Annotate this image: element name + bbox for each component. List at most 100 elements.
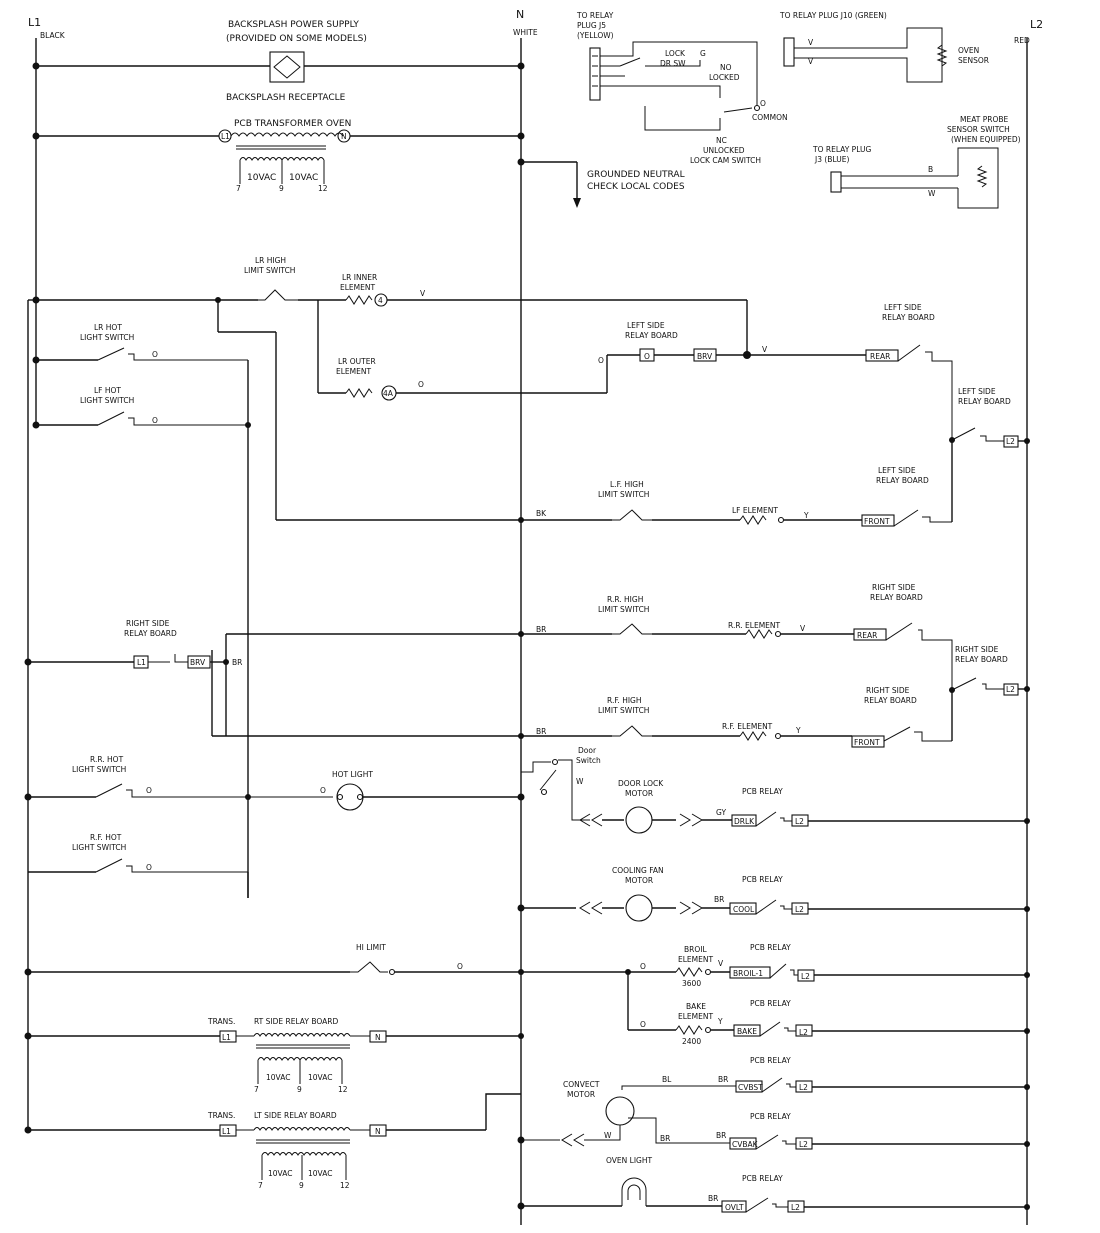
bake-label-2: ELEMENT <box>678 1012 713 1021</box>
cooling-fan-label-1: COOLING FAN <box>612 866 664 875</box>
right-side-relay3-1: RIGHT SIDE <box>955 645 999 654</box>
probe-sensor-switch: SENSOR SWITCH <box>947 125 1010 134</box>
lock-locked-label: LOCKED <box>709 73 740 82</box>
rr-high-label-1: R.R. HIGH <box>607 595 643 604</box>
lt-side-l1-box: L1 <box>222 1127 231 1136</box>
left-side-relay-2: RELAY BOARD <box>882 313 935 322</box>
oven-light-pcb-relay: PCB RELAY <box>742 1174 783 1183</box>
lock-nc-label: NC <box>716 136 727 145</box>
lt-side-10vac-b: 10VAC <box>308 1169 332 1178</box>
door-lock-label-2: MOTOR <box>625 789 653 798</box>
oven-sensor <box>783 27 948 83</box>
lf-wire-bk: BK <box>536 509 547 518</box>
left-relay-o-box: O <box>644 352 650 361</box>
rr-rear-box: REAR <box>857 631 877 640</box>
bake-l2: L2 <box>799 1028 808 1037</box>
lf-hot-label-2: LIGHT SWITCH <box>80 396 134 405</box>
right-relay-l2: L2 <box>1006 685 1015 694</box>
lt-side-transformer <box>24 1093 521 1180</box>
lf-high-label-1: L.F. HIGH <box>610 480 644 489</box>
rf-wire-y: Y <box>795 726 801 735</box>
n-rail-color: WHITE <box>513 28 538 37</box>
lock-cam-switch <box>589 41 761 131</box>
lr-high-label-1: LR HIGH <box>255 256 286 265</box>
backsplash-circuit <box>32 51 525 83</box>
left-relay-label-1: LEFT SIDE <box>627 321 665 330</box>
grounded-neutral-label-2: CHECK LOCAL CODES <box>587 182 685 192</box>
lr-hot-wire-o: O <box>152 350 158 359</box>
lt-trans-label: TRANS. <box>207 1111 235 1120</box>
rr-hot-label-2: LIGHT SWITCH <box>72 765 126 774</box>
lock-label: LOCK <box>665 49 686 58</box>
rr-hot-label-1: R.R. HOT <box>90 755 124 764</box>
right-side-relay3-2: RELAY BOARD <box>955 655 1008 664</box>
door-lock-drlk-box: DRLK <box>734 817 755 826</box>
lr-outer-label-2: ELEMENT <box>336 367 371 376</box>
lf-hot-label-1: LF HOT <box>94 386 121 395</box>
rf-high-label-2: LIMIT SWITCH <box>598 706 649 715</box>
lr-hot-label-2: LIGHT SWITCH <box>80 333 134 342</box>
lr-outer-label-1: LR OUTER <box>338 357 376 366</box>
rt-side-relay-label: RT SIDE RELAY BOARD <box>254 1017 338 1026</box>
convect-pcb-relay-2: PCB RELAY <box>750 1112 791 1121</box>
hi-limit-label: HI LIMIT <box>356 943 386 952</box>
lock-unlocked-label: UNLOCKED <box>703 146 745 155</box>
lr-inner-wire-v: V <box>420 289 426 298</box>
lr-inner-num: 4 <box>378 296 383 305</box>
n-rail-label: N <box>516 8 524 21</box>
hi-limit-wire-o: O <box>457 962 463 971</box>
meat-probe-label: MEAT PROBE <box>960 115 1009 124</box>
rr-element-label: R.R. ELEMENT <box>728 621 781 630</box>
lock-common-label: COMMON <box>752 113 788 122</box>
lf-high-label-2: LIMIT SWITCH <box>598 490 649 499</box>
lock-o-label: O <box>760 99 766 108</box>
left-side-relay2-1: LEFT SIDE <box>958 387 996 396</box>
convect-wire-br-2: BR <box>660 1134 670 1143</box>
lr-inner-label-2: ELEMENT <box>340 283 375 292</box>
hi-limit-broil-bake <box>24 961 1030 1037</box>
transformer-l1-terminal: L1 <box>221 132 230 141</box>
rt-side-10vac-b: 10VAC <box>308 1073 332 1082</box>
right-side-relay2-1: RIGHT SIDE <box>872 583 916 592</box>
right-side-relay4-1: RIGHT SIDE <box>866 686 910 695</box>
convect-l2-1: L2 <box>799 1083 808 1092</box>
broil-pcb-relay: PCB RELAY <box>750 943 791 952</box>
sensor-sensor-label: SENSOR <box>958 56 989 65</box>
left-relay-brv: BRV <box>697 352 713 361</box>
door-lock-circuit <box>521 758 1030 834</box>
convect-wire-bl: BL <box>662 1075 672 1084</box>
rf-wire-br: BR <box>536 727 546 736</box>
broil-wire-v: V <box>718 959 724 968</box>
backsplash-receptacle-label: BACKSPLASH RECEPTACLE <box>226 93 346 103</box>
lt-side-pin-12: 12 <box>340 1181 350 1190</box>
right-surface-section <box>24 622 1030 748</box>
rt-side-pin-12: 12 <box>338 1085 348 1094</box>
convect-cvbak-box: CVBAK <box>732 1140 759 1149</box>
rr-hot-wire-o: O <box>146 786 152 795</box>
left-side-relay-1: LEFT SIDE <box>884 303 922 312</box>
oven-light-l2: L2 <box>791 1203 800 1212</box>
broil-wattage: 3600 <box>682 979 701 988</box>
rf-hot-label-1: R.F. HOT <box>90 833 122 842</box>
bake-wattage: 2400 <box>682 1037 701 1046</box>
left-surface-section <box>32 289 1030 898</box>
bake-box: BAKE <box>737 1027 757 1036</box>
probe-to-relay: TO RELAY PLUG <box>812 145 872 154</box>
transformer-n-terminal: N <box>341 132 347 141</box>
right-relay-label-1: RIGHT SIDE <box>126 619 170 628</box>
l2-rail-color: RED <box>1014 36 1030 45</box>
probe-w: W <box>928 189 936 198</box>
door-lock-l2: L2 <box>795 817 804 826</box>
lock-no-label: NO <box>720 63 732 72</box>
convect-wire-br-3: BR <box>716 1131 726 1140</box>
backsplash-supply-label: BACKSPLASH POWER SUPPLY <box>228 20 359 30</box>
transformer-pin-12: 12 <box>318 184 328 193</box>
rf-front-box: FRONT <box>854 738 880 747</box>
right-relay-wire-br: BR <box>232 658 242 667</box>
rt-trans-label: TRANS. <box>207 1017 235 1026</box>
grounded-neutral <box>517 158 581 208</box>
l1-rail-label: L1 <box>28 16 41 29</box>
oven-light-wire-br: BR <box>708 1194 718 1203</box>
cooling-fan-circuit <box>517 894 1030 922</box>
